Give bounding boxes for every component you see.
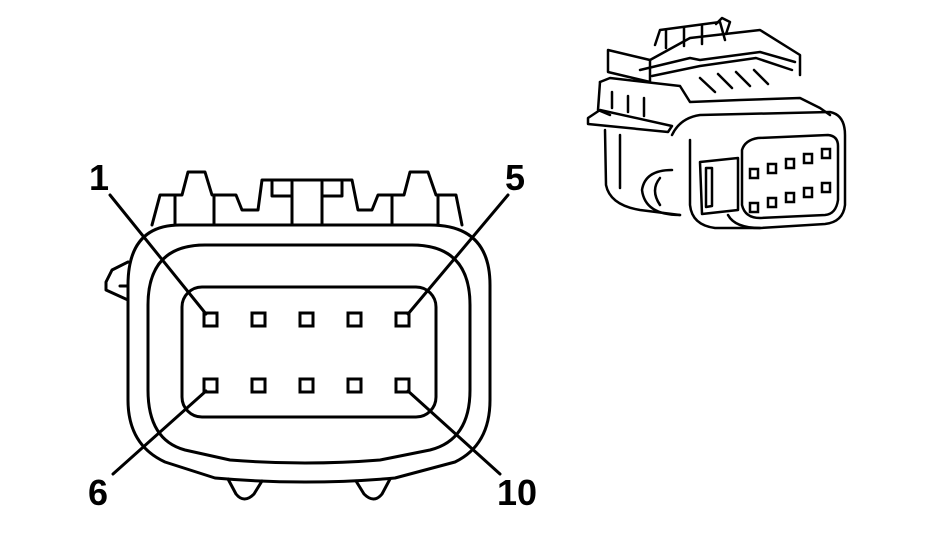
pin-cavity-3: [298, 311, 315, 328]
pin-label-10: 10: [497, 472, 537, 513]
pin-cavity-1: [202, 311, 219, 328]
pin-cavity-5: [394, 311, 411, 328]
pin-cavity-9: [346, 377, 363, 394]
leader-line-1: [108, 193, 208, 316]
pin-cavity-8: [298, 377, 315, 394]
leader-line-10: [406, 389, 502, 476]
connector-isometric-view: [586, 16, 847, 230]
bottom-foot-left: [226, 477, 264, 501]
bottom-foot-right: [354, 477, 392, 501]
pin-label-6: 6: [88, 472, 108, 513]
pin-label-1: 1: [89, 157, 109, 198]
pin-cavity-2: [250, 311, 267, 328]
leader-line-5: [406, 193, 510, 316]
top-latch: [150, 170, 464, 227]
side-tab: [104, 260, 130, 302]
pin-cavity-10: [394, 377, 411, 394]
leader-line-6: [111, 389, 208, 476]
seal-ring: [146, 243, 472, 465]
pin-cavity-4: [346, 311, 363, 328]
outer-housing: [126, 223, 492, 484]
connector-face-view: 1 5 6 10: [88, 157, 537, 513]
pin-label-5: 5: [505, 157, 525, 198]
pin-cavity-6: [202, 377, 219, 394]
cavity-plate: [180, 285, 438, 419]
pin-cavity-7: [250, 377, 267, 394]
